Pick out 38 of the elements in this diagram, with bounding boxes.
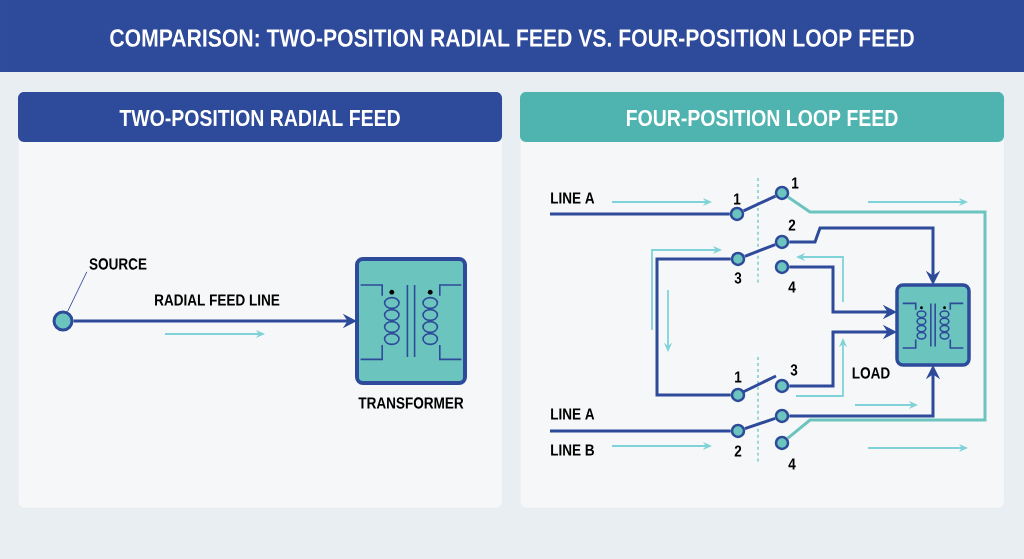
feed-line xyxy=(786,195,987,440)
switch-blade xyxy=(744,416,776,431)
edge-label: RADIAL FEED LINE xyxy=(155,294,280,306)
transformer-box: TRANSFORMER xyxy=(355,257,467,409)
node-label: 3 xyxy=(790,364,798,376)
switch-terminal: 2 xyxy=(730,423,746,457)
switch-blade xyxy=(744,243,776,258)
switch-terminal: 4 xyxy=(774,259,796,293)
source-terminal xyxy=(52,310,74,332)
feed-line xyxy=(655,257,731,397)
switch-terminal: 1 xyxy=(730,371,746,403)
switch-terminal: 4 xyxy=(774,435,796,470)
title-banner: COMPARISON: TWO-POSITION RADIAL FEED VS. FOUR-POSITION LOOP FEED xyxy=(0,0,1024,72)
switch-blade xyxy=(742,194,777,213)
transformer-box: LOAD xyxy=(852,283,971,379)
node-label: 1 xyxy=(734,193,741,205)
switch-terminal: 3 xyxy=(730,251,746,284)
feed-line xyxy=(550,429,731,433)
line-label: LINE A xyxy=(551,408,595,420)
source-label: SOURCE xyxy=(89,258,147,270)
line-label: LINE A xyxy=(551,192,595,204)
node-label: 1 xyxy=(792,177,799,189)
node-label: TRANSFORMER xyxy=(358,397,464,409)
node-label: 4 xyxy=(788,458,796,470)
line-label: LINE B xyxy=(551,444,594,456)
switch-terminal: 2 xyxy=(774,219,796,250)
feed-line xyxy=(550,212,730,216)
node-label: 4 xyxy=(788,281,796,293)
node-label: 2 xyxy=(788,219,796,231)
node-label: LOAD xyxy=(852,367,890,379)
switch-terminal: 3 xyxy=(774,364,798,394)
node-label: 1 xyxy=(735,371,742,383)
node-label: 3 xyxy=(734,272,742,284)
switch-terminal: 1 xyxy=(729,193,745,222)
switch-terminal: 1 xyxy=(774,177,799,201)
leader-line xyxy=(67,271,88,312)
node-label: 2 xyxy=(734,445,742,457)
switch-terminal xyxy=(774,408,790,424)
